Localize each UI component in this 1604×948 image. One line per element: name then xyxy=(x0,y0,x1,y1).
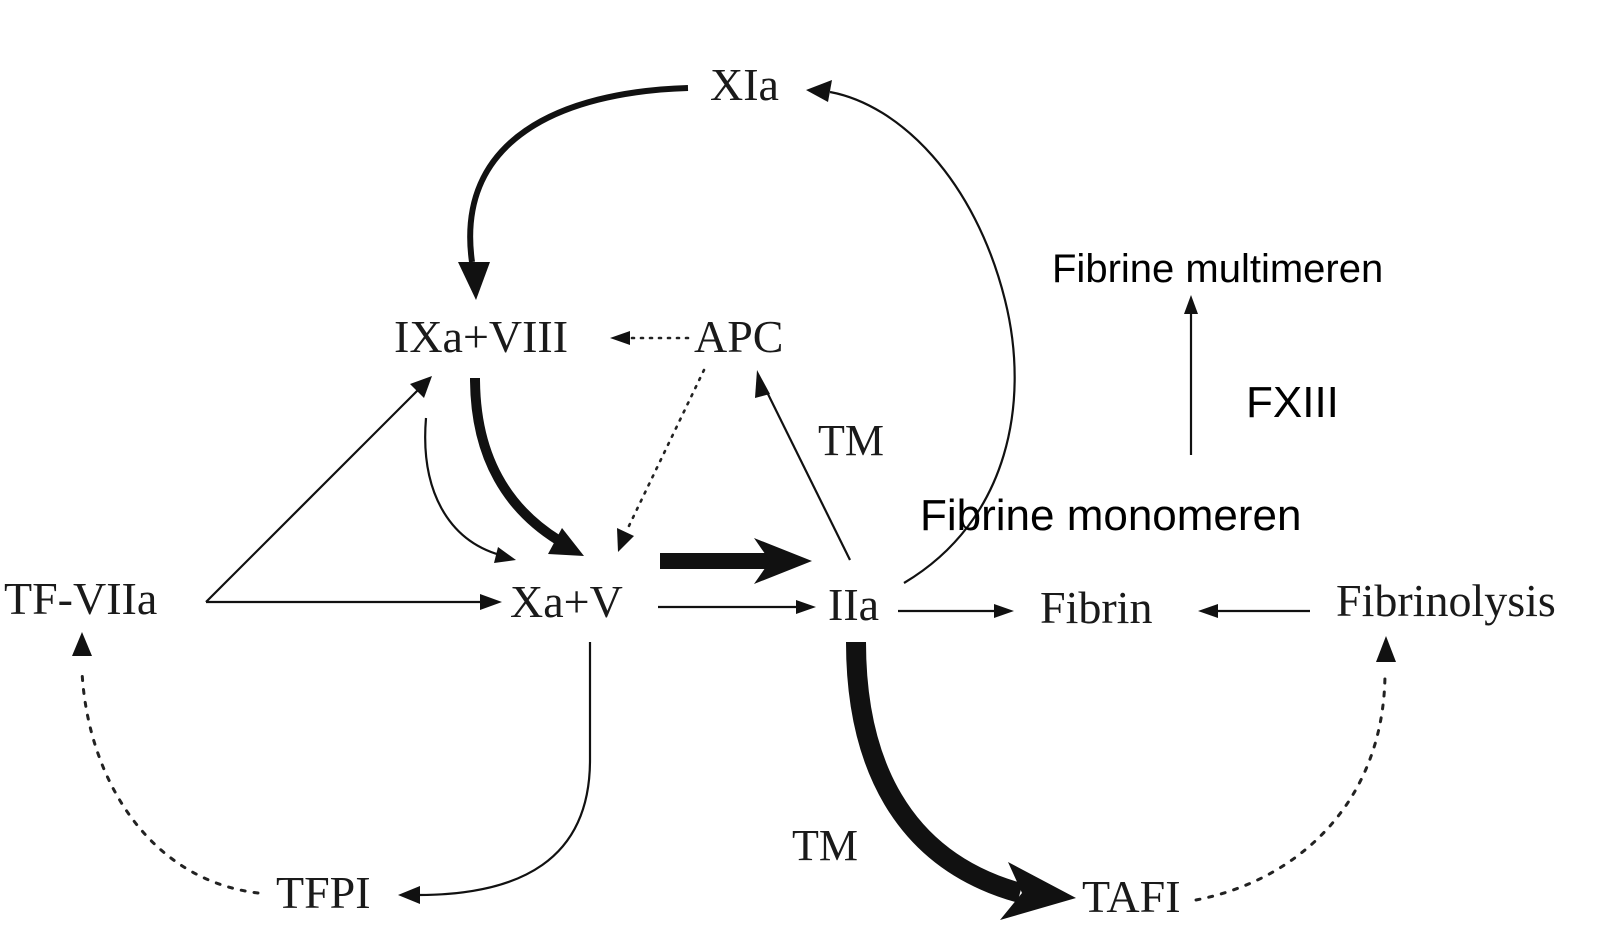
node-tafi: TAFI xyxy=(1082,871,1181,922)
arrowhead-tfviia xyxy=(72,632,92,656)
arrowhead-tfpi xyxy=(398,886,420,904)
node-tfpi: TFPI xyxy=(276,867,371,918)
arrow-tfviia-to-ixa-viii xyxy=(205,387,421,603)
arrow-iia-to-apc xyxy=(764,387,851,561)
arrowhead-fibrin-left xyxy=(1198,604,1218,618)
arrowhead-ixa-viii-top xyxy=(458,262,490,300)
label-fibrine-multimeren: Fibrine multimeren xyxy=(1052,247,1383,291)
arrowhead-iia-thin xyxy=(796,600,816,614)
node-fibrin: Fibrin xyxy=(1040,582,1152,633)
arrowhead-iia-thick xyxy=(754,538,812,584)
label-tm-upper: TM xyxy=(818,416,884,465)
arrow-ixa-to-xav-thick xyxy=(470,377,561,545)
node-iia: IIa xyxy=(828,579,879,630)
arrowhead-xav-thin xyxy=(494,547,516,563)
arrow-ixa-to-xav-thin xyxy=(424,417,501,557)
node-xa-v: Xa+V xyxy=(510,576,623,627)
arrow-iia-to-xia xyxy=(829,90,1016,584)
node-xia: XIa xyxy=(710,59,779,110)
dashed-tafi-to-fibrinolysis xyxy=(1194,670,1387,902)
dotted-apc-to-xa-v xyxy=(625,368,706,532)
node-fibrinolysis: Fibrinolysis xyxy=(1336,575,1556,626)
arrowhead-multimeren xyxy=(1184,295,1198,314)
arrowhead-xav-thick xyxy=(548,528,584,556)
arrow-xia-to-ixa-viii xyxy=(467,85,689,263)
arrowhead-tafi xyxy=(1000,862,1076,920)
arrowhead-apc xyxy=(755,370,770,398)
arrowhead-fibrin xyxy=(994,604,1014,618)
node-apc: APC xyxy=(694,311,783,362)
arrowhead-xia xyxy=(806,80,832,102)
node-ixa-viii: IXa+VIII xyxy=(394,311,568,362)
label-fibrine-monomeren: Fibrine monomeren xyxy=(920,491,1302,540)
node-tf-viia: TF-VIIa xyxy=(4,573,157,624)
arrowhead-xav-from-tf xyxy=(480,594,502,610)
arrow-iia-to-tafi-thick xyxy=(846,641,1023,903)
arrow-xav-to-tfpi xyxy=(417,642,592,897)
dashed-tfpi-to-tfviia xyxy=(80,670,260,895)
arrowhead-ixa-from-tf xyxy=(410,376,432,398)
label-tm-lower: TM xyxy=(792,821,858,870)
arrowhead-apc-ixa xyxy=(610,331,630,345)
label-fxiii: FXIII xyxy=(1246,378,1339,427)
arrowhead-apc-xav xyxy=(617,528,634,552)
arrowhead-fibrinolysis xyxy=(1376,636,1396,662)
